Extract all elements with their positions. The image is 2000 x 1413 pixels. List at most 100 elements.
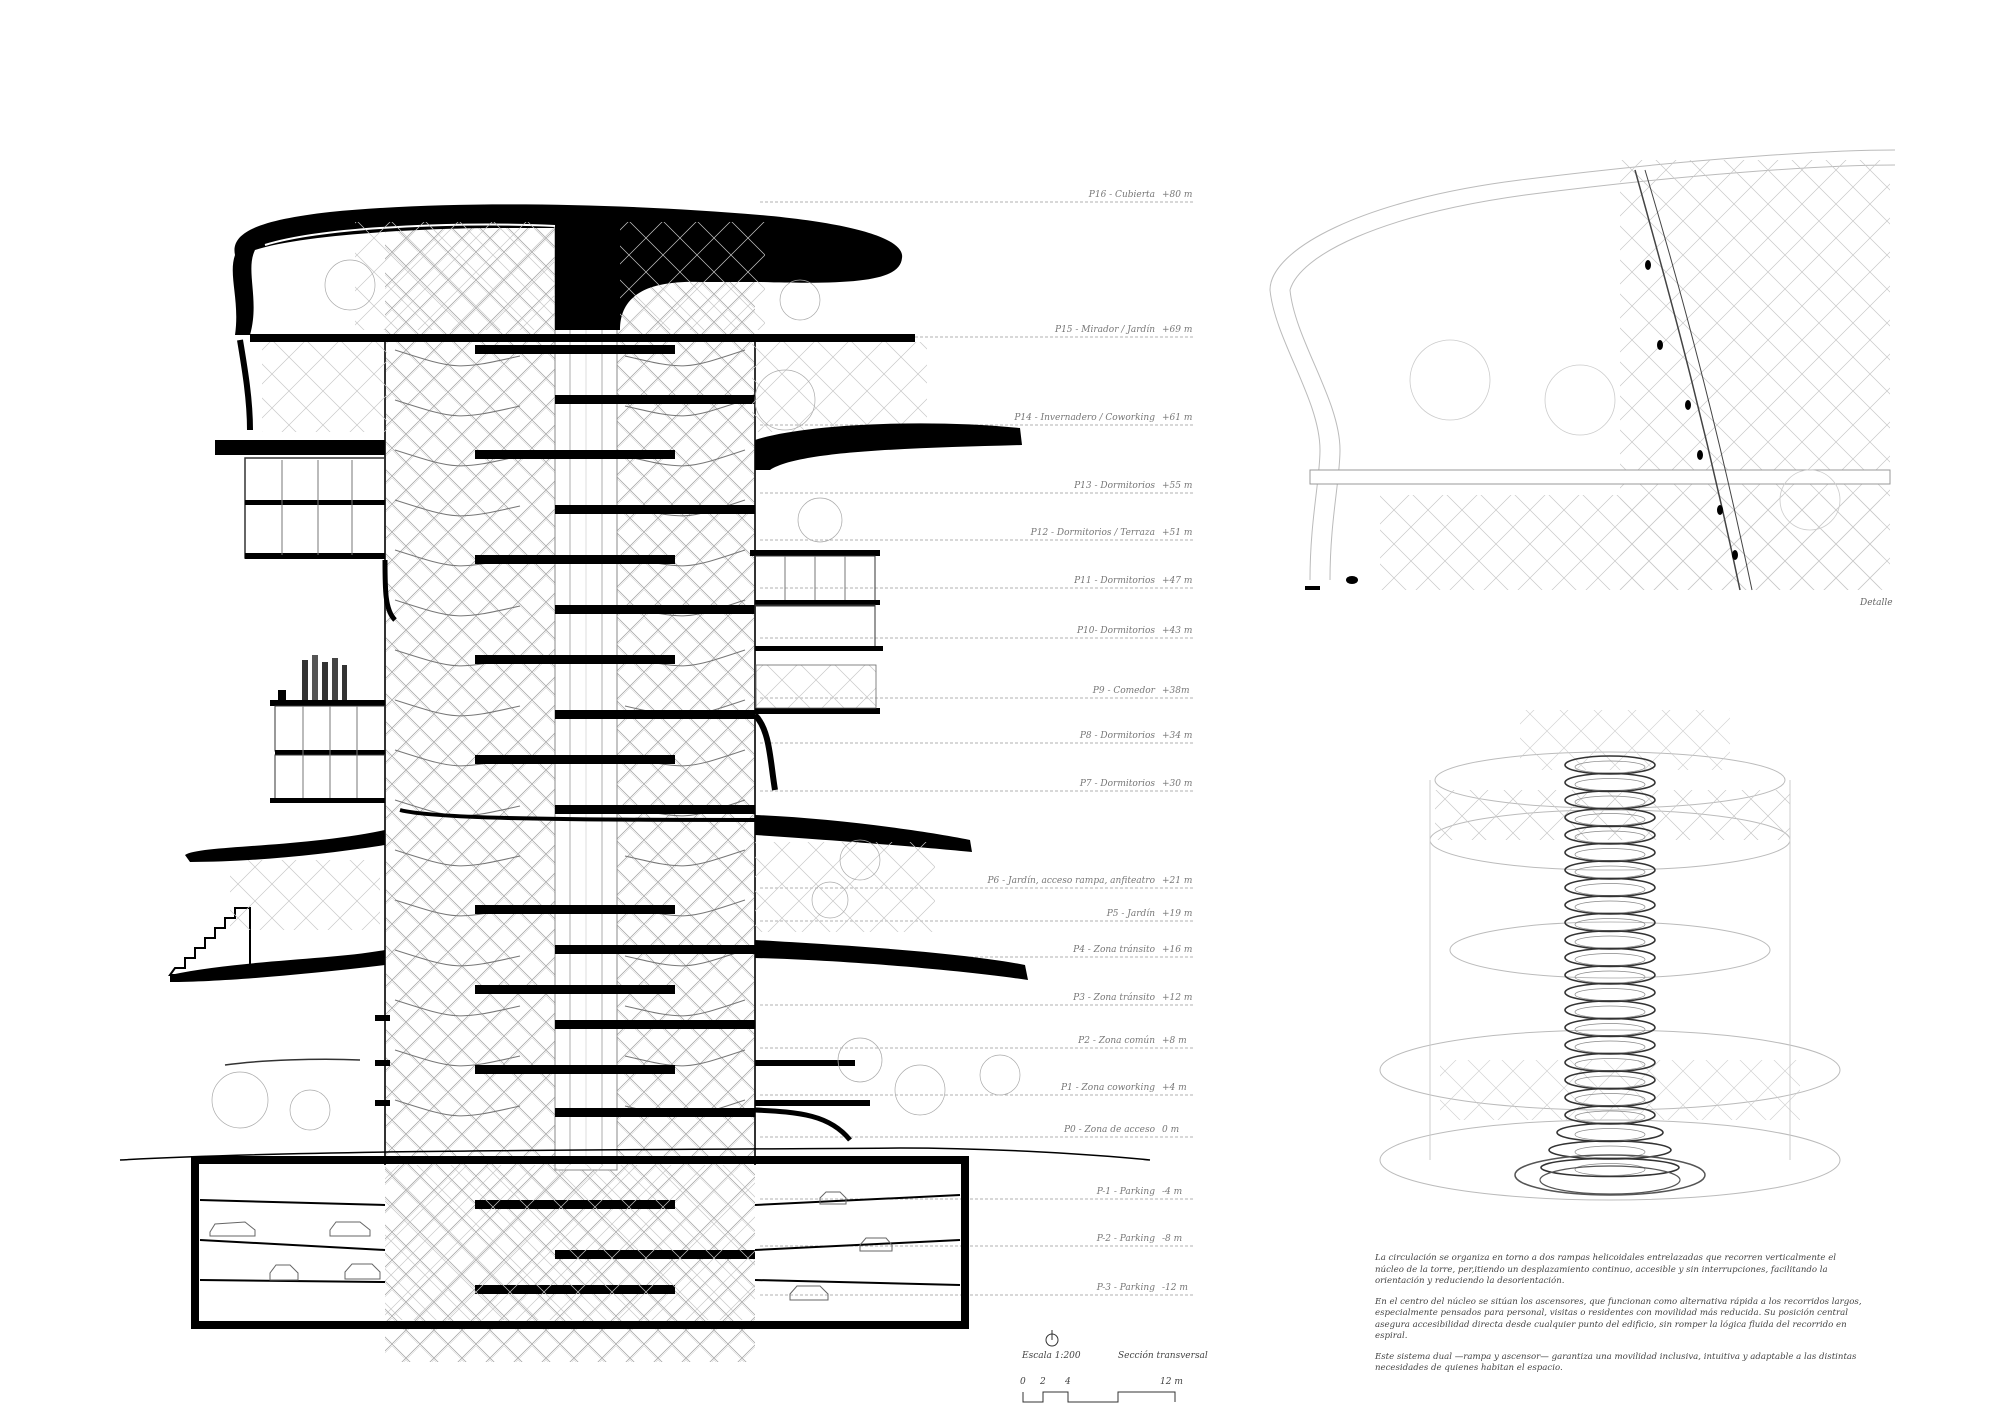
core-slab: [475, 985, 675, 994]
core-slab: [555, 505, 755, 514]
level-label: P-1 - Parking: [1096, 1187, 1155, 1197]
spiral-coil: [1548, 1140, 1672, 1160]
level-elevation: +38m: [1162, 686, 1190, 696]
level-elevation: +43 m: [1162, 626, 1193, 636]
ramp-loop: [394, 849, 521, 867]
level-elevation: +47 m: [1162, 576, 1193, 586]
spiral-coil: [1564, 1017, 1656, 1038]
level-label: P1 - Zona coworking: [1060, 1083, 1155, 1093]
level-label: P11 - Dormitorios: [1074, 576, 1155, 586]
spiral-coil: [1564, 842, 1656, 863]
greenhouse-lattice: [262, 342, 387, 432]
spiral-coil-inner: [1574, 848, 1646, 861]
core-slab: [475, 1065, 675, 1074]
spiral-coil-inner: [1574, 778, 1646, 791]
level-elevation: +34 m: [1162, 731, 1193, 741]
dorm-block-left-lower: [270, 690, 386, 803]
core-slab: [555, 605, 755, 614]
core-slab: [555, 805, 755, 814]
ramp-loop: [624, 999, 746, 1017]
spiral-coil: [1556, 1122, 1664, 1143]
spiral-coil-inner: [1574, 1163, 1646, 1176]
scale-tick-12: 12 m: [1160, 1377, 1183, 1387]
spiral-coil: [1564, 1035, 1656, 1055]
level-label: P7 - Dormitorios: [1079, 779, 1155, 789]
spiral-coil-inner: [1574, 883, 1646, 896]
level-elevation: +55 m: [1162, 481, 1193, 491]
scale-tick-0: 0: [1020, 1377, 1026, 1387]
dorm-block-left-upper: [244, 457, 386, 559]
scale-bar-graphic: [1022, 1330, 1176, 1403]
spiral-coil-inner: [1574, 970, 1646, 984]
level-label: P5 - Jardín: [1106, 909, 1155, 919]
roof-lattice: [355, 222, 555, 330]
ramp-loop: [394, 349, 521, 367]
level-elevation: -8 m: [1162, 1234, 1183, 1244]
spiral-coil-inner: [1574, 988, 1646, 1001]
core-slab: [475, 450, 675, 459]
spiral-coil: [1564, 877, 1656, 898]
level-label: P15 - Mirador / Jardín: [1055, 325, 1155, 335]
description-paragraph-1: La circulación se organiza en torno a do…: [1375, 1253, 1837, 1286]
level-elevation: +30 m: [1162, 779, 1193, 789]
level-label: P3 - Zona tránsito: [1073, 993, 1155, 1003]
level-elevation: +21 m: [1162, 876, 1193, 886]
scale-tick-2: 2: [1040, 1377, 1046, 1387]
level-elevation: -12 m: [1162, 1283, 1188, 1293]
core-slab: [475, 905, 675, 914]
scale-tick-4: 4: [1065, 1377, 1071, 1387]
axonometric-spiral-view: [1379, 710, 1841, 1201]
spiral-coil-inner: [1574, 900, 1646, 914]
level-label: P4 - Zona tránsito: [1073, 945, 1155, 955]
level-label: P10- Dormitorios: [1076, 626, 1155, 636]
section-title: Sección transversal: [1118, 1351, 1208, 1361]
level-elevation: +12 m: [1162, 993, 1193, 1003]
dorm-block-right-upper: [750, 550, 883, 651]
spiral-coil: [1564, 965, 1656, 985]
level-label: P16 - Cubierta: [1088, 190, 1155, 200]
ramp-loop: [624, 449, 746, 467]
spiral-coil-inner: [1574, 1128, 1646, 1141]
core-slab: [555, 710, 755, 719]
level-label: P12 - Dormitorios / Terraza: [1030, 528, 1155, 538]
detail-caption: Detalle: [1860, 598, 1893, 608]
core-slab: [555, 1020, 755, 1029]
ramp-loop: [394, 1099, 521, 1117]
level-label: P-2 - Parking: [1096, 1234, 1155, 1244]
level-label: P9 - Comedor: [1092, 686, 1155, 696]
ramp-loop: [394, 599, 521, 617]
ramp-loop: [624, 399, 746, 417]
spiral-coil-inner: [1574, 918, 1646, 931]
spiral-coil: [1564, 947, 1656, 968]
spiral-ramp-coils: [1540, 755, 1680, 1178]
spiral-coil-inner: [1574, 935, 1646, 949]
spiral-coil-inner: [1574, 953, 1646, 966]
spiral-coil: [1540, 1157, 1680, 1178]
ground-line: [119, 1147, 1151, 1161]
ramp-loop: [394, 499, 521, 517]
level-elevation: +8 m: [1162, 1036, 1187, 1046]
level-elevation: +61 m: [1162, 413, 1193, 423]
description-paragraph-2: En el centro del núcleo se sitúan los as…: [1375, 1296, 1862, 1342]
spiral-coil-inner: [1574, 865, 1646, 879]
level-elevation: +19 m: [1162, 909, 1193, 919]
slab-p6-left: [185, 830, 385, 862]
level-elevation: +4 m: [1162, 1083, 1187, 1093]
ramp-loop: [624, 849, 746, 867]
core-slab: [475, 755, 675, 764]
level-label: P0 - Zona de acceso: [1064, 1125, 1155, 1135]
parking-basement: [191, 1156, 969, 1329]
spiral-coil-inner: [1574, 1005, 1646, 1019]
ramp-loop: [624, 949, 746, 967]
description-text: La circulación se organiza en torno a do…: [1375, 1253, 1865, 1384]
level-elevation: +16 m: [1162, 945, 1193, 955]
spiral-coil: [1564, 895, 1656, 915]
slab-p14: [215, 423, 1022, 470]
ramp-loop: [624, 1049, 746, 1067]
core-slab: [475, 655, 675, 664]
level-elevation: 0 m: [1162, 1125, 1180, 1135]
core-slab: [555, 395, 755, 404]
ramp-loop: [624, 349, 746, 367]
